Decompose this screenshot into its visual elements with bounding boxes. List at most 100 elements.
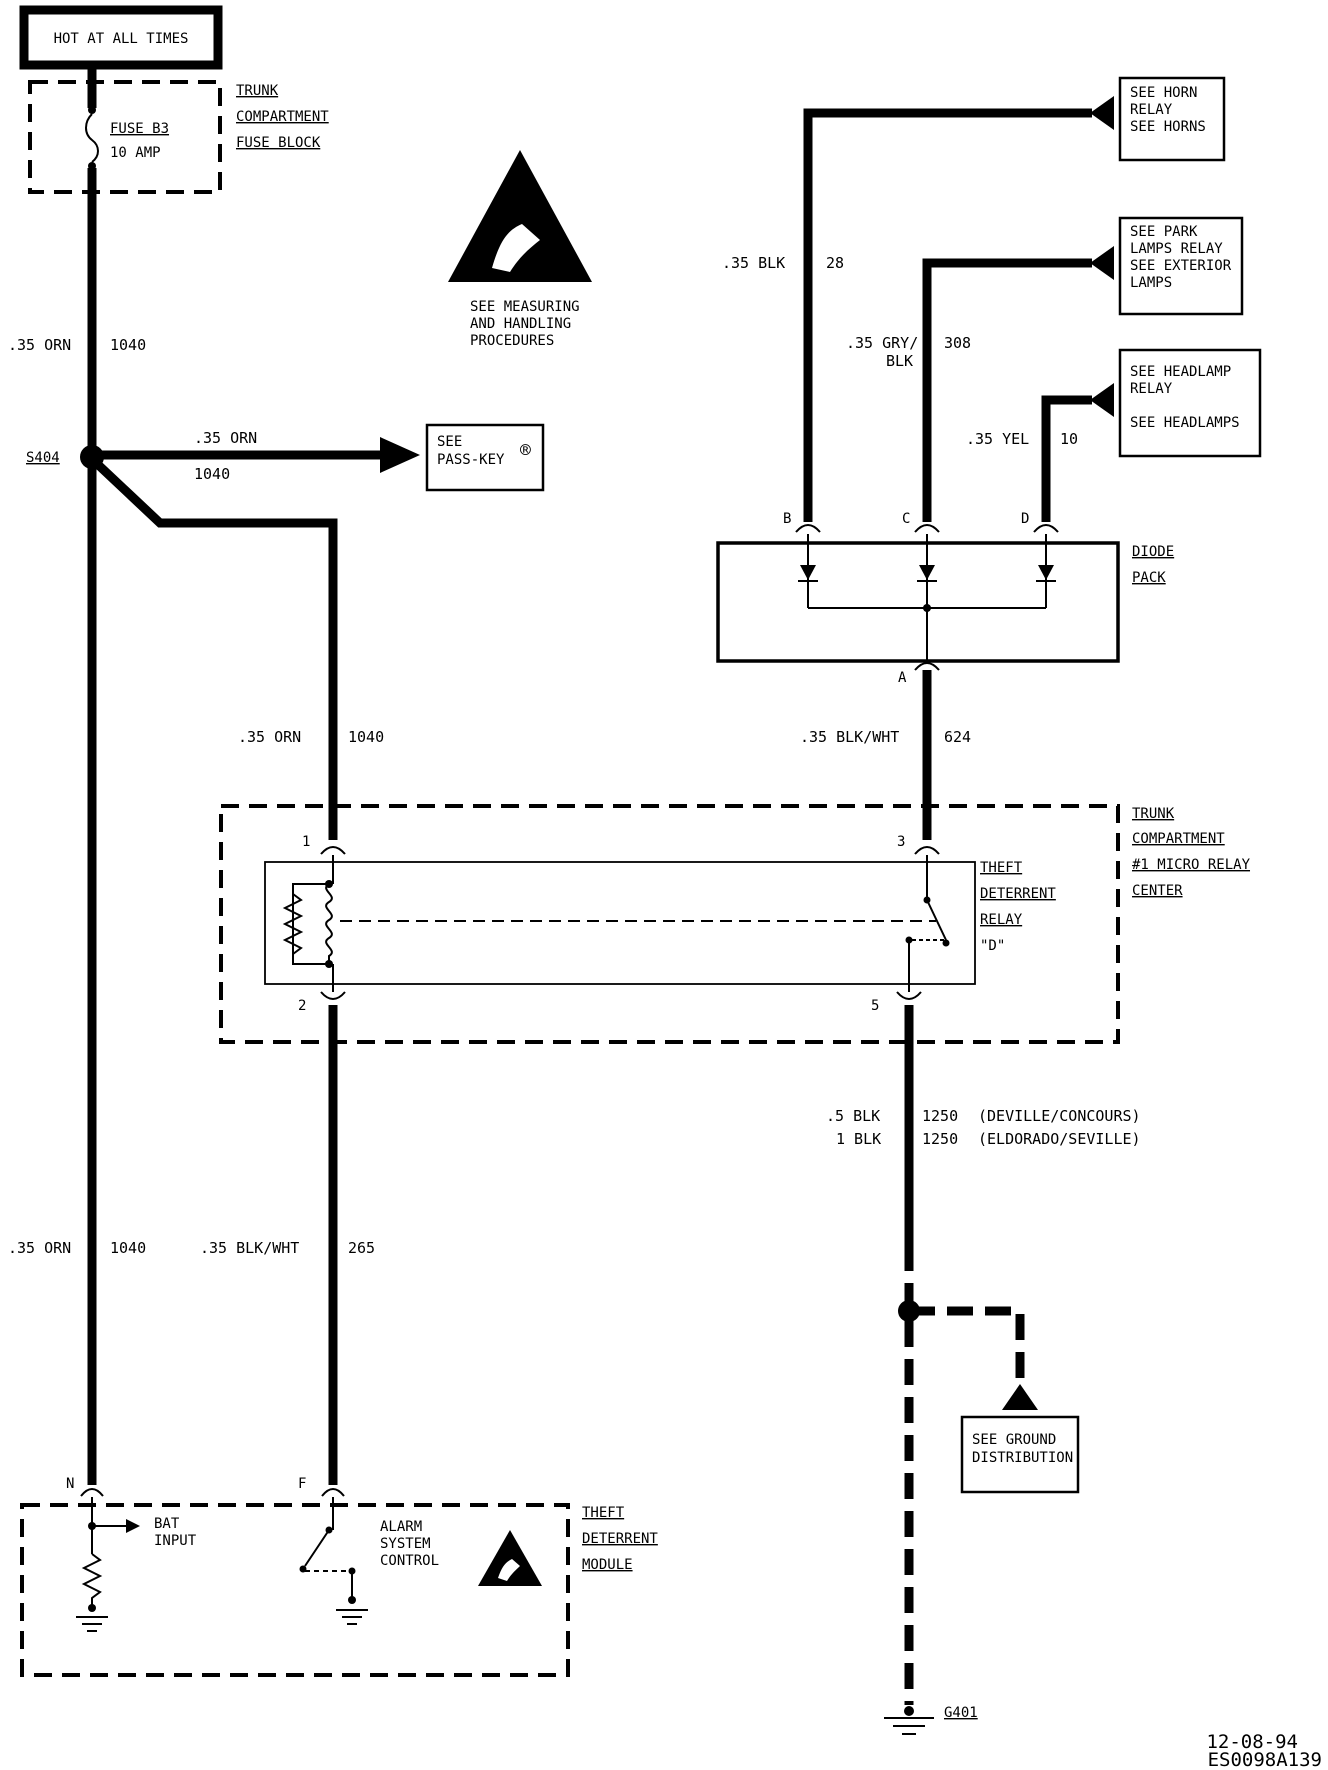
bat-resistor-icon bbox=[81, 1553, 103, 1610]
diode-pin-c: C bbox=[902, 511, 910, 527]
wire-relay-gauge: .35 ORN bbox=[238, 728, 301, 746]
ground-ref-2: DISTRIBUTION bbox=[972, 1450, 1073, 1466]
wire-1040-relay: .35 ORN 1040 bbox=[88, 455, 384, 840]
relay-resistor-icon bbox=[282, 893, 304, 955]
diode-c-icon bbox=[919, 565, 935, 580]
relay-pin-1: 1 bbox=[302, 834, 310, 850]
wire-308: .35 GRY/ BLK 308 bbox=[846, 246, 1114, 522]
ground-ref-box: SEE GROUND DISTRIBUTION bbox=[960, 1415, 1080, 1494]
alarm-label-1: ALARM bbox=[380, 1519, 422, 1535]
fuse-rating: 10 AMP bbox=[110, 145, 161, 161]
wire-28: .35 BLK 28 bbox=[722, 96, 1114, 522]
module-name-3: MODULE bbox=[582, 1557, 633, 1573]
diode-pack-name-2: PACK bbox=[1132, 570, 1166, 586]
headlamp-ref-2: RELAY bbox=[1130, 381, 1173, 397]
module-pin-n: N bbox=[66, 1476, 74, 1492]
esd-warning: SEE MEASURING AND HANDLING PROCEDURES bbox=[448, 150, 592, 349]
passkey-ref-box: SEE PASS-KEY ® bbox=[425, 423, 545, 492]
wire-1250-circuit-a: 1250 bbox=[922, 1107, 958, 1125]
park-ref-3: SEE EXTERIOR bbox=[1130, 258, 1232, 274]
wire-10-gauge: .35 YEL bbox=[966, 430, 1029, 448]
wire-265-circuit: 265 bbox=[348, 1239, 375, 1257]
module-pin-f: F bbox=[298, 1476, 306, 1492]
bat-input-1: BAT bbox=[154, 1516, 180, 1532]
headlamp-connector-icon bbox=[1090, 383, 1114, 417]
wire-1250-gauge-a: .5 BLK bbox=[826, 1107, 880, 1125]
diode-pack: B C D A DIODE PACK bbox=[716, 511, 1174, 686]
fuse-block-name-2: COMPARTMENT bbox=[236, 109, 329, 125]
alarm-switch-icon bbox=[304, 1529, 330, 1567]
diode-pin-b: B bbox=[783, 511, 791, 527]
ground-g401: G401 bbox=[884, 1705, 978, 1735]
hot-at-all-times-box: HOT AT ALL TIMES bbox=[19, 5, 223, 70]
relay-coil-icon bbox=[325, 883, 333, 964]
wire-relay-circuit: 1040 bbox=[348, 728, 384, 746]
wire-passkey-circuit: 1040 bbox=[194, 465, 230, 483]
wire-1250-circuit-b: 1250 bbox=[922, 1130, 958, 1148]
fuse-icon bbox=[85, 113, 99, 163]
park-ref-4: LAMPS bbox=[1130, 275, 1172, 291]
relay-name-3: RELAY bbox=[980, 912, 1023, 928]
horn-ref-3: SEE HORNS bbox=[1130, 119, 1206, 135]
horn-ref-1: SEE HORN bbox=[1130, 85, 1197, 101]
passkey-arrow-icon bbox=[380, 437, 420, 473]
relay-name-2: DETERRENT bbox=[980, 886, 1056, 902]
relay-center-name-3: #1 MICRO RELAY bbox=[1132, 857, 1251, 873]
footer-date: 12-08-94 bbox=[1206, 1731, 1298, 1753]
fuse-block: FUSE B3 10 AMP TRUNK COMPARTMENT FUSE BL… bbox=[28, 65, 329, 194]
wire-308-gauge-2: BLK bbox=[886, 352, 913, 370]
hot-at-all-times-label: HOT AT ALL TIMES bbox=[54, 31, 189, 47]
headlamp-ref-3: SEE HEADLAMPS bbox=[1130, 415, 1240, 431]
diode-b-icon bbox=[800, 565, 816, 580]
footer: 12-08-94 ES0098A139 bbox=[1206, 1731, 1322, 1770]
diode-d-icon bbox=[1038, 565, 1054, 580]
wire-10-circuit: 10 bbox=[1060, 430, 1078, 448]
park-ref-box: SEE PARK LAMPS RELAY SEE EXTERIOR LAMPS bbox=[1118, 216, 1244, 316]
wire-1040-top-gauge: .35 ORN bbox=[8, 336, 71, 354]
esd-note-2: AND HANDLING bbox=[470, 316, 571, 332]
esd-note-3: PROCEDURES bbox=[470, 333, 554, 349]
wire-308-gauge-1: .35 GRY/ bbox=[846, 334, 918, 352]
wire-10: .35 YEL 10 bbox=[966, 383, 1114, 522]
wire-1250-note-b: (ELDORADO/SEVILLE) bbox=[978, 1130, 1141, 1148]
wire-28-gauge: .35 BLK bbox=[722, 254, 785, 272]
wire-28-circuit: 28 bbox=[826, 254, 844, 272]
wire-1250-gauge-b: 1 BLK bbox=[836, 1130, 881, 1148]
bat-input-2: INPUT bbox=[154, 1533, 197, 1549]
passkey-ref-line2: PASS-KEY bbox=[437, 452, 505, 468]
module-name-1: THEFT bbox=[582, 1505, 625, 1521]
fuse-name: FUSE B3 bbox=[110, 121, 169, 137]
relay-pin-2: 2 bbox=[298, 998, 306, 1014]
passkey-ref-line1: SEE bbox=[437, 434, 462, 450]
micro-relay-center: TRUNK COMPARTMENT #1 MICRO RELAY CENTER bbox=[219, 804, 1251, 1044]
module-esd-icon bbox=[478, 1530, 542, 1586]
relay-name-4: "D" bbox=[980, 938, 1005, 954]
footer-code: ES0098A139 bbox=[1208, 1749, 1322, 1770]
wire-624-circuit: 624 bbox=[944, 728, 971, 746]
park-ref-1: SEE PARK bbox=[1130, 224, 1198, 240]
park-connector-icon bbox=[1090, 246, 1114, 280]
registered-mark: ® bbox=[520, 440, 531, 461]
alarm-label-2: SYSTEM bbox=[380, 1536, 431, 1552]
wire-passkey-gauge: .35 ORN bbox=[194, 429, 257, 447]
diode-pack-name-1: DIODE bbox=[1132, 544, 1174, 560]
relay-center-name-2: COMPARTMENT bbox=[1132, 831, 1225, 847]
wire-1040-passkey: .35 ORN 1040 bbox=[92, 429, 420, 483]
wire-1040-top-circuit: 1040 bbox=[110, 336, 146, 354]
alarm-label-3: CONTROL bbox=[380, 1553, 439, 1569]
wire-1040-main: .35 ORN 1040 .35 ORN 1040 bbox=[8, 168, 146, 1485]
headlamp-ref-1: SEE HEADLAMP bbox=[1130, 364, 1231, 380]
wire-308-circuit: 308 bbox=[944, 334, 971, 352]
wire-1250-note-a: (DEVILLE/CONCOURS) bbox=[978, 1107, 1141, 1125]
theft-deterrent-relay: 1 3 2 5 THEFT DETERRENT RELAY "D" bbox=[264, 834, 1056, 1014]
relay-center-name-1: TRUNK bbox=[1132, 806, 1175, 822]
wire-265: .35 BLK/WHT 265 bbox=[200, 1005, 375, 1485]
relay-center-name-4: CENTER bbox=[1132, 883, 1183, 899]
wire-265-gauge: .35 BLK/WHT bbox=[200, 1239, 299, 1257]
wire-1250: .5 BLK 1250 (DEVILLE/CONCOURS) 1 BLK 125… bbox=[826, 1005, 1141, 1705]
splice-label: S404 bbox=[26, 450, 60, 466]
diode-pin-a: A bbox=[898, 670, 907, 686]
wire-1040-bottom-circuit: 1040 bbox=[110, 1239, 146, 1257]
ground-label: G401 bbox=[944, 1705, 978, 1721]
